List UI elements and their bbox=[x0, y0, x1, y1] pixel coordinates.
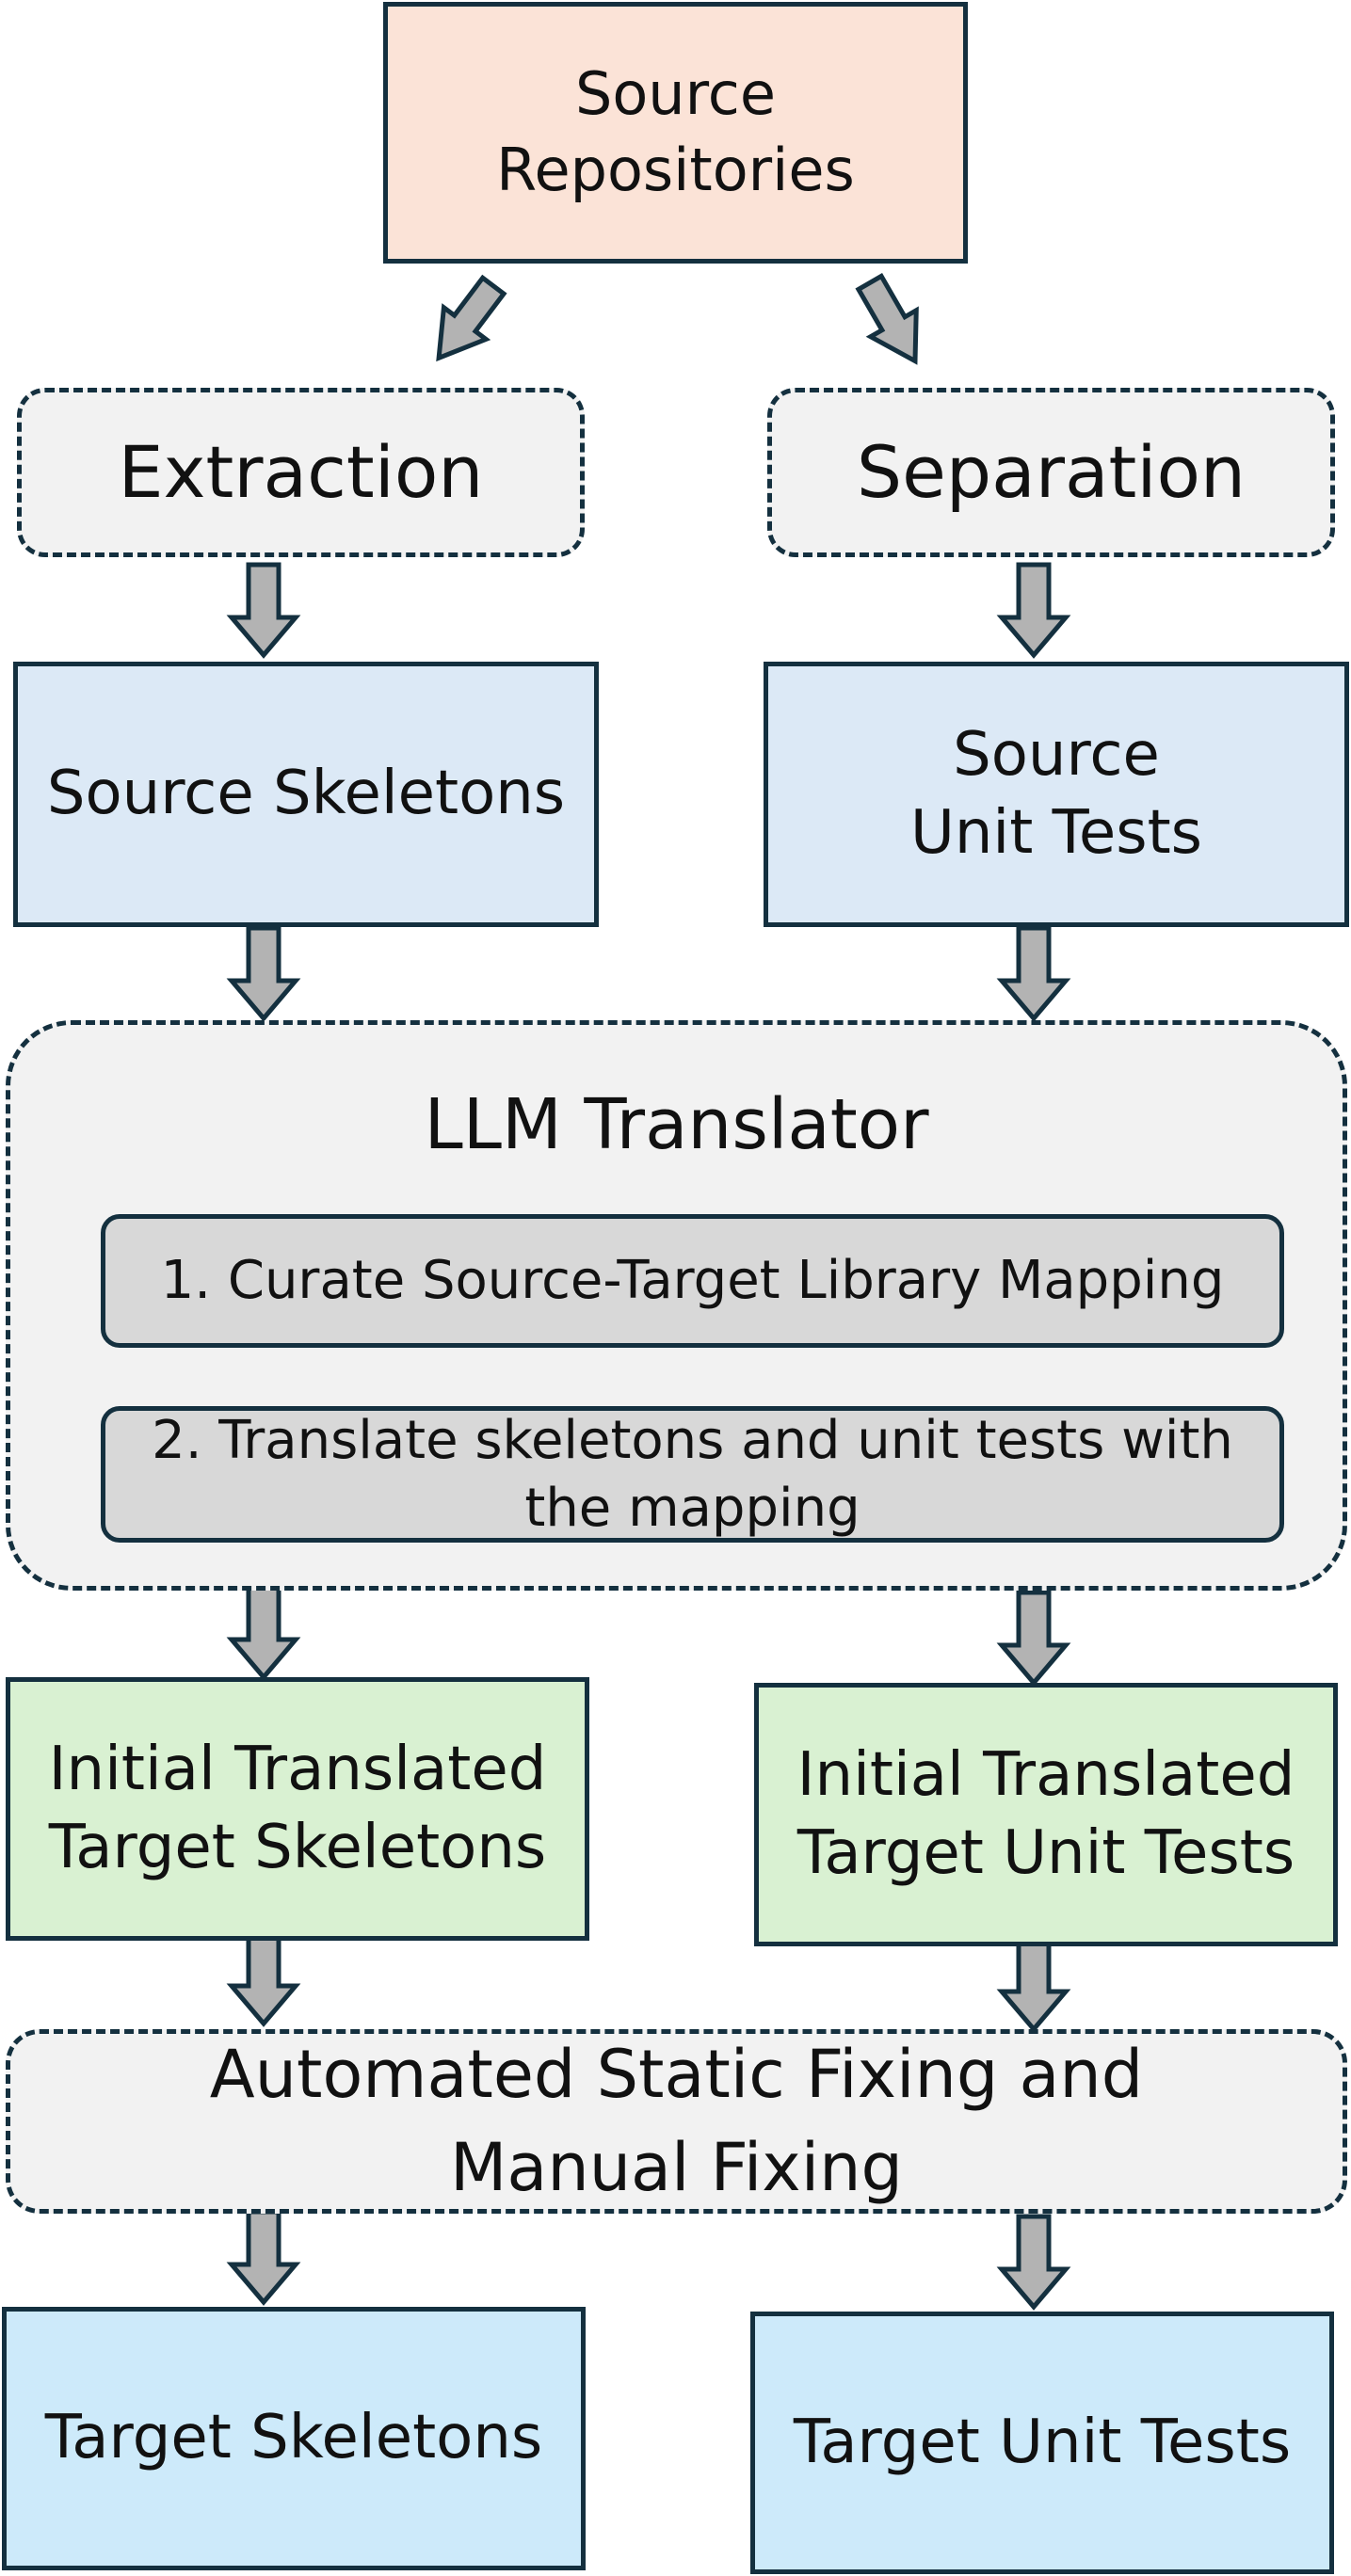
arrow-source-to-separation bbox=[855, 273, 919, 365]
initial-target-skeletons-box: Initial Translated Target Skeletons bbox=[6, 1677, 589, 1941]
arrow-initial-unit-tests-to-fixing bbox=[996, 1936, 1071, 2033]
initial-target-skeletons-line-2: Target Skeletons bbox=[48, 1813, 547, 1882]
source-unit-tests-line-2: Unit Tests bbox=[910, 798, 1202, 868]
target-skeletons-box: Target Skeletons bbox=[2, 2307, 586, 2570]
fixing-line-2: Manual Fixing bbox=[450, 2129, 903, 2206]
llm-step-translate: 2. Translate skeletons and unit tests wi… bbox=[101, 1406, 1284, 1543]
fixing-line-1: Automated Static Fixing and bbox=[209, 2035, 1144, 2113]
llm-step-2-line-1: 2. Translate skeletons and unit tests wi… bbox=[152, 1409, 1233, 1471]
target-skeletons-label: Target Skeletons bbox=[44, 2403, 543, 2473]
llm-step-2-line-2: the mapping bbox=[524, 1477, 860, 1539]
initial-target-unit-tests-box: Initial Translated Target Unit Tests bbox=[754, 1683, 1338, 1946]
arrow-source-skeletons-to-llm bbox=[226, 925, 301, 1022]
source-skeletons-label: Source Skeletons bbox=[46, 759, 566, 829]
arrow-fixing-to-target-unit-tests bbox=[996, 2214, 1071, 2311]
target-unit-tests-box: Target Unit Tests bbox=[750, 2312, 1334, 2574]
initial-target-unit-tests-line-1: Initial Translated bbox=[796, 1739, 1295, 1810]
source-repositories-line-2: Repositories bbox=[496, 136, 855, 204]
source-repositories-box: Source Repositories bbox=[383, 2, 968, 264]
separation-label: Separation bbox=[856, 429, 1246, 514]
llm-translator-title: LLM Translator bbox=[424, 1084, 929, 1165]
arrow-separation-to-source-unit-tests bbox=[996, 562, 1071, 659]
llm-step-curate-mapping: 1. Curate Source-Target Library Mapping bbox=[101, 1214, 1284, 1348]
target-unit-tests-label: Target Unit Tests bbox=[793, 2407, 1292, 2477]
llm-step-1-label: 1. Curate Source-Target Library Mapping bbox=[160, 1250, 1225, 1312]
extraction-label: Extraction bbox=[118, 429, 484, 514]
initial-target-skeletons-line-1: Initial Translated bbox=[48, 1734, 547, 1804]
source-skeletons-box: Source Skeletons bbox=[13, 662, 599, 927]
initial-target-unit-tests-line-2: Target Unit Tests bbox=[796, 1818, 1295, 1888]
arrow-initial-skeletons-to-fixing bbox=[226, 1930, 301, 2027]
extraction-box: Extraction bbox=[17, 388, 585, 557]
arrow-llm-to-initial-skeletons bbox=[226, 1584, 301, 1681]
source-unit-tests-box: Source Unit Tests bbox=[764, 662, 1349, 927]
arrow-fixing-to-target-skeletons bbox=[226, 2209, 301, 2306]
arrow-extraction-to-source-skeletons bbox=[226, 562, 301, 659]
arrow-llm-to-initial-unit-tests bbox=[996, 1590, 1071, 1687]
source-unit-tests-line-1: Source bbox=[953, 719, 1160, 790]
fixing-box: Automated Static Fixing and Manual Fixin… bbox=[6, 2029, 1347, 2214]
separation-box: Separation bbox=[767, 388, 1335, 557]
arrow-source-to-extraction bbox=[436, 274, 507, 362]
arrow-source-unit-tests-to-llm bbox=[996, 925, 1071, 1022]
source-repositories-line-1: Source bbox=[575, 59, 776, 129]
